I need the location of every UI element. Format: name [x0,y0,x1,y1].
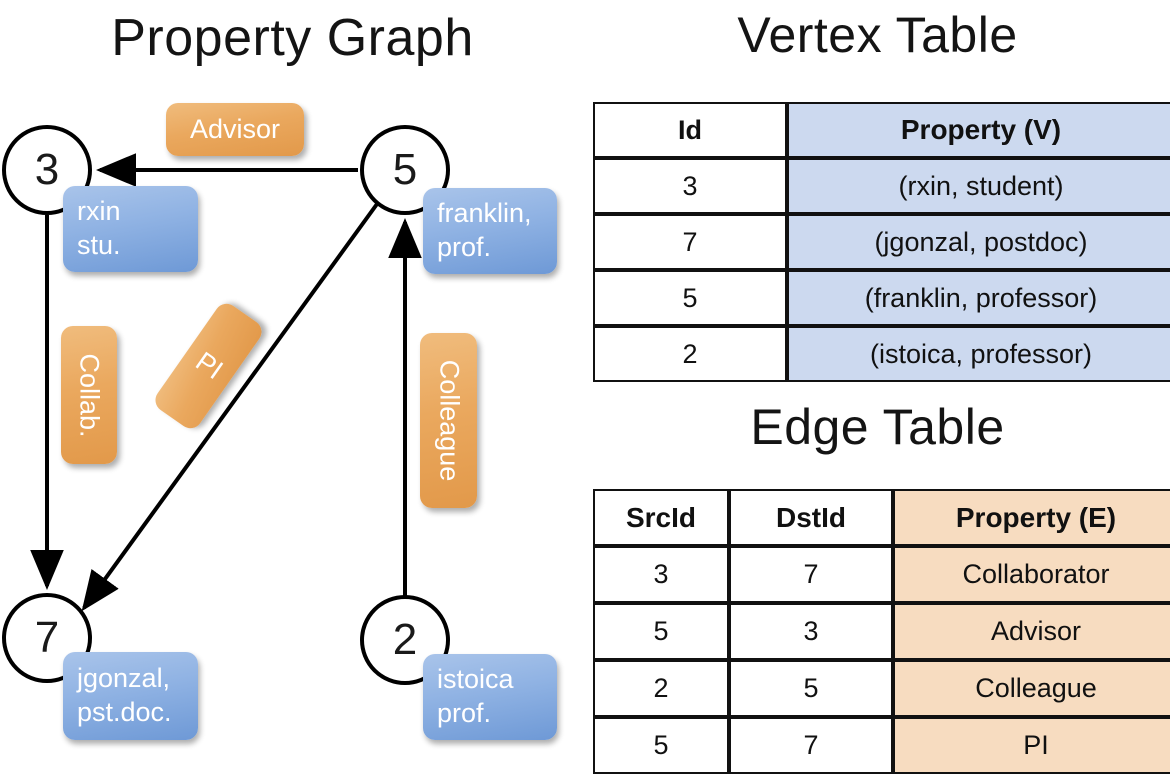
table-row: 2 (istoica, professor) [593,326,1170,382]
edge-dstid-cell: 3 [729,603,893,660]
edge-property-cell: Collaborator [893,546,1170,603]
graph-node-2[interactable]: 2 [360,595,450,685]
edge-property-cell: Advisor [893,603,1170,660]
edge-label-advisor: Advisor [166,103,304,156]
property-graph-diagram: 3 5 7 2 rxin stu. franklin, prof. jgonza… [0,0,585,760]
vertex-property-line-1: istoica [437,664,514,695]
vertex-property-line-2: stu. [77,230,121,260]
edge-dstid-cell: 5 [729,660,893,717]
edge-table-header-srcid: SrcId [593,489,729,546]
table-header-row: SrcId DstId Property (E) [593,489,1170,546]
edge-srcid-cell: 2 [593,660,729,717]
table-row: 2 5 Colleague [593,660,1170,717]
vertex-property-line-1: jgonzal, [77,663,171,694]
edge-5-to-7-pi [81,202,379,612]
vertex-property-box-2: istoica prof. [423,654,557,740]
table-row: 5 (franklin, professor) [593,270,1170,326]
vertex-id-cell: 7 [593,214,787,270]
vertex-id-cell: 3 [593,158,787,214]
table-row: 5 3 Advisor [593,603,1170,660]
edge-srcid-cell: 5 [593,603,729,660]
edge-table-header-dstid: DstId [729,489,893,546]
vertex-table-header-id: Id [593,102,787,158]
vertex-property-box-5: franklin, prof. [423,188,557,274]
edge-label-collab: Collab. [61,326,117,464]
edge-srcid-cell: 3 [593,546,729,603]
vertex-property-cell: (franklin, professor) [787,270,1170,326]
vertex-property-line-2: prof. [437,698,492,728]
edge-table: SrcId DstId Property (E) 3 7 Collaborato… [593,489,1170,774]
edge-dstid-cell: 7 [729,717,893,774]
page-title-property-graph: Property Graph [111,9,474,67]
edge-dstid-cell: 7 [729,546,893,603]
edge-label-text: PI [189,345,228,386]
edge-table-header-property: Property (E) [893,489,1170,546]
vertex-id-cell: 5 [593,270,787,326]
edge-label-text: Advisor [189,114,281,144]
vertex-property-cell: (istoica, professor) [787,326,1170,382]
table-row: 3 7 Collaborator [593,546,1170,603]
table-row: 7 (jgonzal, postdoc) [593,214,1170,270]
vertex-property-line-1: rxin [77,196,121,227]
edge-property-cell: PI [893,717,1170,774]
vertex-id-cell: 2 [593,326,787,382]
vertex-property-line-2: prof. [437,232,492,262]
vertex-property-cell: (rxin, student) [787,158,1170,214]
edge-property-cell: Colleague [893,660,1170,717]
table-row: 3 (rxin, student) [593,158,1170,214]
graph-node-5[interactable]: 5 [360,125,450,215]
graph-edges-svg [30,153,422,612]
table-row: 5 7 PI [593,717,1170,774]
edge-srcid-cell: 5 [593,717,729,774]
vertex-property-line-1: franklin, [437,198,532,229]
vertex-property-box-7: jgonzal, pst.doc. [63,652,198,740]
vertex-table: Id Property (V) 3 (rxin, student) 7 (jgo… [593,102,1170,382]
vertex-property-box-3: rxin stu. [63,186,198,272]
edge-label-text: Colleague [434,359,464,482]
edge-label-text: Collab. [74,352,105,438]
table-header-row: Id Property (V) [593,102,1170,158]
page-title-edge-table: Edge Table [750,399,1005,455]
vertex-property-cell: (jgonzal, postdoc) [787,214,1170,270]
edge-label-colleague: Colleague [420,333,477,508]
vertex-table-header-property: Property (V) [787,102,1170,158]
vertex-property-line-2: pst.doc. [77,697,172,727]
page-title-vertex-table: Vertex Table [737,7,1018,63]
